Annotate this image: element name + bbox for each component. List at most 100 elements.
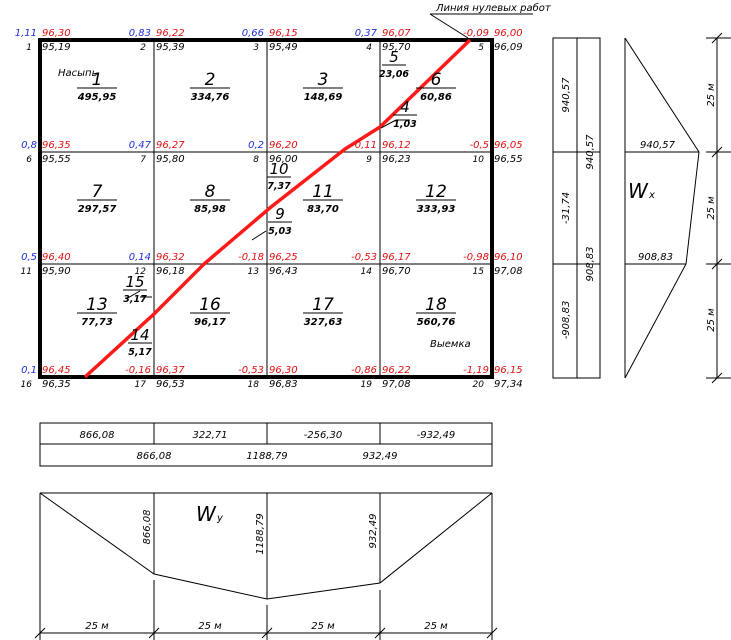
cut-label: Выемка xyxy=(430,339,471,350)
node-natural-mark: 96,09 xyxy=(494,42,523,53)
node-natural-mark: 95,70 xyxy=(382,42,411,53)
cell-number: 1 xyxy=(92,70,103,90)
node-design-mark: 96,37 xyxy=(156,365,185,376)
node-design-mark: 96,15 xyxy=(494,365,523,376)
node-number: 7 xyxy=(140,155,146,165)
cell-volume: 23,06 xyxy=(379,69,409,80)
right-table-outer-1: 940,57 xyxy=(561,77,572,113)
node-design-mark: 96,07 xyxy=(382,28,411,39)
node-natural-mark: 97,34 xyxy=(494,379,523,390)
node-number: 5 xyxy=(478,43,484,53)
node-design-mark: 96,25 xyxy=(269,252,298,263)
wx-title: W xyxy=(628,179,649,203)
cell-number: 2 xyxy=(205,70,216,90)
bottom-row2-2: 1188,79 xyxy=(246,451,287,462)
cell-number: 4 xyxy=(400,98,410,116)
wx-spacing-1: 25 м xyxy=(706,83,717,107)
cell-number: 6 xyxy=(431,70,442,90)
cell-number: 14 xyxy=(130,326,149,344)
node-design-mark: 96,10 xyxy=(494,252,523,263)
wx-diagram xyxy=(624,32,731,384)
cell-number: 7 xyxy=(92,182,103,202)
node-number: 17 xyxy=(135,380,147,390)
node-natural-mark: 96,23 xyxy=(382,154,411,165)
node-number: 4 xyxy=(366,43,372,53)
node-number: 19 xyxy=(361,380,373,390)
wy-title: W xyxy=(196,502,217,526)
grid-lines xyxy=(40,40,492,377)
wx-spacing-3: 25 м xyxy=(706,308,717,332)
cell-number: 18 xyxy=(425,295,447,315)
node-work-mark: -0,18 xyxy=(238,252,264,263)
wy-value-1: 866,08 xyxy=(142,510,153,545)
cell-volume: 5,03 xyxy=(268,226,292,237)
zero-line-label: Линия нулевых работ xyxy=(435,2,552,14)
cell-number: 15 xyxy=(125,273,144,291)
node-natural-mark: 96,53 xyxy=(156,379,185,390)
node-number: 10 xyxy=(473,155,485,165)
cell-volume: 3,17 xyxy=(123,294,147,305)
node-design-mark: 96,20 xyxy=(269,140,298,151)
wy-spacing-4: 25 м xyxy=(424,621,448,632)
node-natural-mark: 95,19 xyxy=(42,42,71,53)
node-design-mark: 96,12 xyxy=(382,140,411,151)
node-design-mark: 96,30 xyxy=(42,28,71,39)
node-design-mark: 96,00 xyxy=(494,28,523,39)
cell-volume: 1,03 xyxy=(393,119,417,130)
cell-leaders xyxy=(125,119,410,300)
cell-number: 16 xyxy=(199,295,221,315)
node-natural-mark: 97,08 xyxy=(494,266,523,277)
bottom-row1-2: 322,71 xyxy=(193,430,228,441)
zero-line-leader xyxy=(429,13,469,39)
cell-number: 3 xyxy=(318,70,329,90)
node-number: 3 xyxy=(253,43,259,53)
node-number: 6 xyxy=(26,155,32,165)
cell-number: 13 xyxy=(86,295,108,315)
node-work-mark: 0,83 xyxy=(129,28,151,39)
cell-volume: 297,57 xyxy=(78,204,117,215)
cell-volume: 85,98 xyxy=(194,204,226,215)
node-number: 12 xyxy=(135,267,147,277)
node-number: 1 xyxy=(26,43,32,53)
node-natural-mark: 96,43 xyxy=(269,266,298,277)
cell-number: 5 xyxy=(389,48,399,66)
node-design-mark: 96,27 xyxy=(156,140,185,151)
node-design-mark: 96,05 xyxy=(494,140,523,151)
zero-work-line xyxy=(83,38,472,379)
node-natural-mark: 95,80 xyxy=(156,154,185,165)
wx-title-sub: x xyxy=(648,190,655,201)
node-work-mark: 0,1 xyxy=(21,365,37,376)
node-number: 15 xyxy=(473,267,485,277)
fill-label: Насыпь xyxy=(58,68,98,79)
node-number: 20 xyxy=(473,380,485,390)
cell-volume: 5,17 xyxy=(128,347,152,358)
bottom-row1-3: -256,30 xyxy=(304,430,343,441)
cell-volume: 334,76 xyxy=(191,92,230,103)
node-natural-mark: 96,55 xyxy=(494,154,523,165)
node-number: 2 xyxy=(140,43,146,53)
node-design-mark: 96,45 xyxy=(42,365,71,376)
node-natural-mark: 97,08 xyxy=(382,379,411,390)
node-work-mark: -0,09 xyxy=(463,28,489,39)
node-work-mark: 0,37 xyxy=(355,28,378,39)
node-natural-mark: 96,70 xyxy=(382,266,411,277)
cell-volume: 333,93 xyxy=(417,204,456,215)
right-table-inner-2: 908,83 xyxy=(585,247,596,282)
node-work-mark: -1,19 xyxy=(463,365,489,376)
cell-number: 9 xyxy=(275,205,285,223)
node-natural-mark: 96,35 xyxy=(42,379,71,390)
node-number: 8 xyxy=(253,155,259,165)
node-number: 11 xyxy=(21,267,32,277)
node-design-mark: 96,32 xyxy=(156,252,185,263)
node-number: 13 xyxy=(248,267,260,277)
wy-value-2: 1188,79 xyxy=(255,513,266,554)
node-natural-mark: 95,49 xyxy=(269,42,298,53)
right-volume-table xyxy=(552,37,601,379)
node-design-mark: 96,30 xyxy=(269,365,298,376)
cell-number: 10 xyxy=(269,160,288,178)
cell-volume: 495,95 xyxy=(77,92,117,103)
bottom-row1-1: 866,08 xyxy=(80,430,115,441)
